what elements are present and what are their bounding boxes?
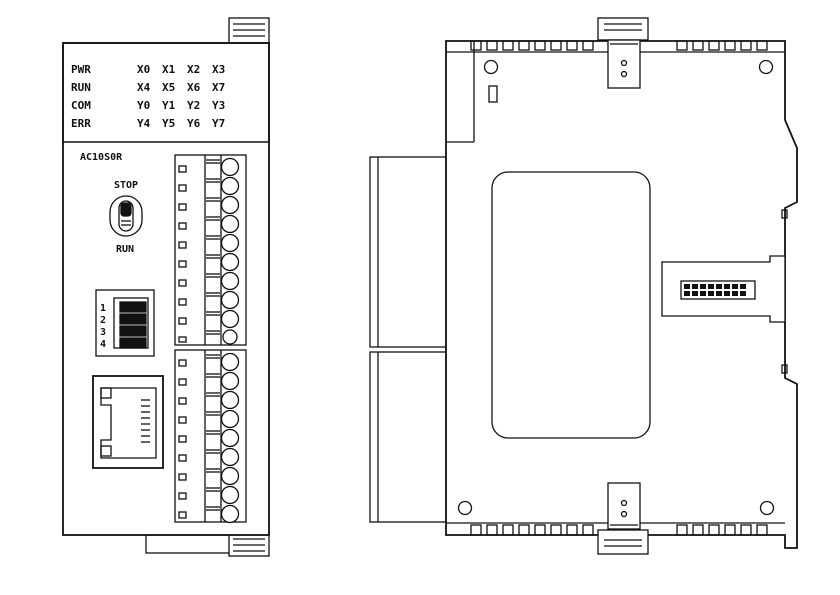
dip-number: 2 — [100, 315, 106, 326]
bottom-mounting-clip — [597, 482, 649, 555]
side-terminal-upper — [369, 156, 447, 348]
io-label: X0 — [137, 63, 150, 76]
io-label: Y2 — [187, 99, 200, 112]
terminal-pin — [178, 447, 240, 467]
terminal-pin — [178, 409, 240, 429]
ethernet-port[interactable] — [92, 375, 164, 469]
io-label: Y7 — [212, 117, 225, 130]
dip-number: 3 — [100, 327, 106, 338]
side-slot — [488, 85, 498, 103]
led-window — [62, 42, 270, 143]
switch-run-label: RUN — [116, 244, 134, 255]
top-mounting-clip — [597, 17, 649, 89]
terminal-pin — [178, 504, 240, 524]
io-label: X6 — [187, 81, 201, 94]
io-label: X5 — [162, 81, 175, 94]
terminal-pin — [178, 485, 240, 505]
side-housing — [445, 40, 798, 549]
run-stop-switch[interactable] — [109, 195, 143, 237]
terminal-pin — [178, 390, 240, 410]
dip-switch[interactable] — [95, 289, 155, 357]
mounting-hole — [483, 59, 499, 75]
io-label: X2 — [187, 63, 200, 76]
io-label: Y0 — [137, 99, 150, 112]
dip-number: 4 — [100, 339, 106, 350]
top-vent-notches — [470, 40, 768, 51]
terminal-pin — [178, 352, 240, 372]
io-label: Y3 — [212, 99, 225, 112]
terminal-pin — [178, 271, 240, 291]
io-label: X1 — [162, 63, 176, 76]
top-din-latch — [228, 17, 270, 45]
terminal-block-upper — [174, 154, 247, 346]
status-led-err: ERR — [71, 117, 91, 130]
terminal-block-lower — [174, 349, 247, 524]
terminal-pin — [178, 428, 240, 448]
front-view: PWR RUN COM ERR X0 X1 X2 X3 X4 X5 X6 X7 … — [62, 17, 270, 557]
io-label: X4 — [137, 81, 151, 94]
terminal-pin — [178, 371, 240, 391]
terminal-pin — [178, 309, 240, 329]
bottom-vent-notches — [470, 524, 768, 536]
side-view — [369, 17, 798, 555]
side-terminal-lower — [369, 351, 447, 523]
terminal-pin — [178, 176, 240, 196]
bottom-din-latch — [145, 531, 270, 557]
dip-number: 1 — [100, 303, 106, 314]
terminal-pin — [178, 195, 240, 215]
expansion-connector — [661, 255, 786, 323]
terminal-pin — [178, 466, 240, 486]
io-label: X7 — [212, 81, 225, 94]
terminal-pin — [178, 329, 238, 345]
terminal-pin — [178, 290, 240, 310]
io-label: Y1 — [162, 99, 176, 112]
status-led-run: RUN — [71, 81, 91, 94]
switch-stop-label: STOP — [114, 180, 138, 191]
terminal-pin — [178, 252, 240, 272]
io-label: Y5 — [162, 117, 175, 130]
io-label: X3 — [212, 63, 225, 76]
label-area — [491, 171, 651, 439]
mounting-hole — [759, 500, 775, 516]
status-led-com: COM — [71, 99, 91, 112]
status-led-pwr: PWR — [71, 63, 91, 76]
terminal-pin — [178, 233, 240, 253]
io-label: Y4 — [137, 117, 151, 130]
mounting-hole — [758, 59, 774, 75]
terminal-pin — [178, 157, 240, 177]
terminal-pin — [178, 214, 240, 234]
model-label: AC10S0R — [80, 152, 123, 163]
mounting-hole — [457, 500, 473, 516]
io-label: Y6 — [187, 117, 201, 130]
